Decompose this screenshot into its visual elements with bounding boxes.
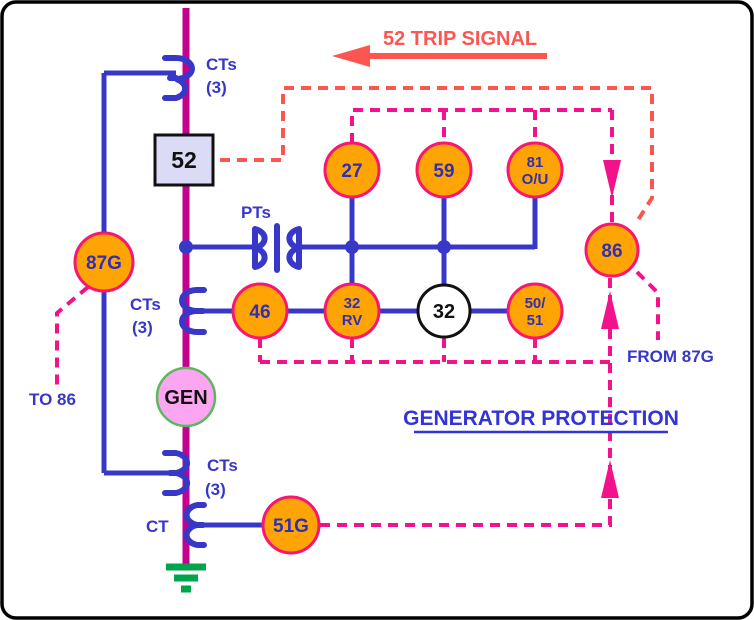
relay-81-label-line1: 81 <box>527 154 544 171</box>
relay-32rv: 32 RV <box>323 282 381 340</box>
junction-dot <box>345 240 359 254</box>
arrow-down-into-86-icon <box>603 160 621 198</box>
cts-mid-label: CTs <box>130 295 161 314</box>
relay-32: 32 <box>416 283 472 339</box>
relay-59-label: 59 <box>433 161 454 182</box>
relay-87g-label: 87G <box>86 253 122 274</box>
trip-signal-title: 52 TRIP SIGNAL <box>383 28 537 50</box>
pts-label: PTs <box>241 203 271 222</box>
relay-87g: 87G <box>73 231 135 293</box>
generator-label: GEN <box>164 387 207 409</box>
relay-5051: 50/ 51 <box>506 282 564 340</box>
generator: GEN <box>155 366 217 428</box>
cts-top-label: CTs <box>206 55 237 74</box>
relay-control-paths <box>55 108 660 527</box>
to-86-note: TO 86 <box>29 390 76 409</box>
arrows <box>332 45 621 498</box>
relay-5051-label-line1: 50/ <box>525 295 547 312</box>
relay-27: 27 <box>323 141 381 199</box>
from-87g-note: FROM 87G <box>627 347 714 366</box>
relay-32rv-label-line1: 32 <box>344 295 361 312</box>
junction-dot <box>179 240 193 254</box>
ct-icon <box>162 450 191 496</box>
relay-81-label-line2: O/U <box>522 171 549 188</box>
ground-icon <box>166 563 206 593</box>
from-87g-path <box>635 270 660 340</box>
trip-arrow-shaft <box>364 53 547 59</box>
cts-bottom-label: CTs <box>207 456 238 475</box>
relay-59: 59 <box>415 141 473 199</box>
instrument-symbols <box>162 55 302 548</box>
relay-27-label: 27 <box>341 161 362 182</box>
relay-32-label: 32 <box>433 301 455 323</box>
trip-arrow-head-icon <box>332 45 370 67</box>
relay-86-label: 86 <box>601 241 622 262</box>
relay-51g-label: 51G <box>273 516 309 537</box>
arrow-up-from-51g-icon <box>601 460 619 498</box>
breaker-52-label: 52 <box>171 147 197 173</box>
arrow-up-into-86-icon <box>601 291 619 329</box>
relay-46-label: 46 <box>249 302 270 323</box>
generator-protection-title: GENERATOR PROTECTION <box>403 407 679 430</box>
relay-5051-label-line2: 51 <box>527 312 544 329</box>
relay-32rv-label-line2: RV <box>342 312 363 329</box>
cts-mid-count: (3) <box>132 318 153 337</box>
ct-icon <box>162 55 195 101</box>
trip-path-52 <box>220 86 654 222</box>
ct-icon <box>183 502 207 548</box>
cts-bottom-count: (3) <box>205 480 226 499</box>
ct-icon <box>179 287 207 335</box>
relay-81-ou: 81 O/U <box>506 141 564 199</box>
to-86-path <box>55 285 90 385</box>
breaker-52: 52 <box>153 133 215 187</box>
junction-dot <box>437 240 451 254</box>
pt-transformer-icon <box>252 223 302 273</box>
cts-top-count: (3) <box>206 78 227 97</box>
relay-46: 46 <box>231 282 289 340</box>
relay-86: 86 <box>584 222 640 278</box>
ct-single-label: CT <box>146 517 169 536</box>
relay-51g: 51G <box>261 495 321 555</box>
